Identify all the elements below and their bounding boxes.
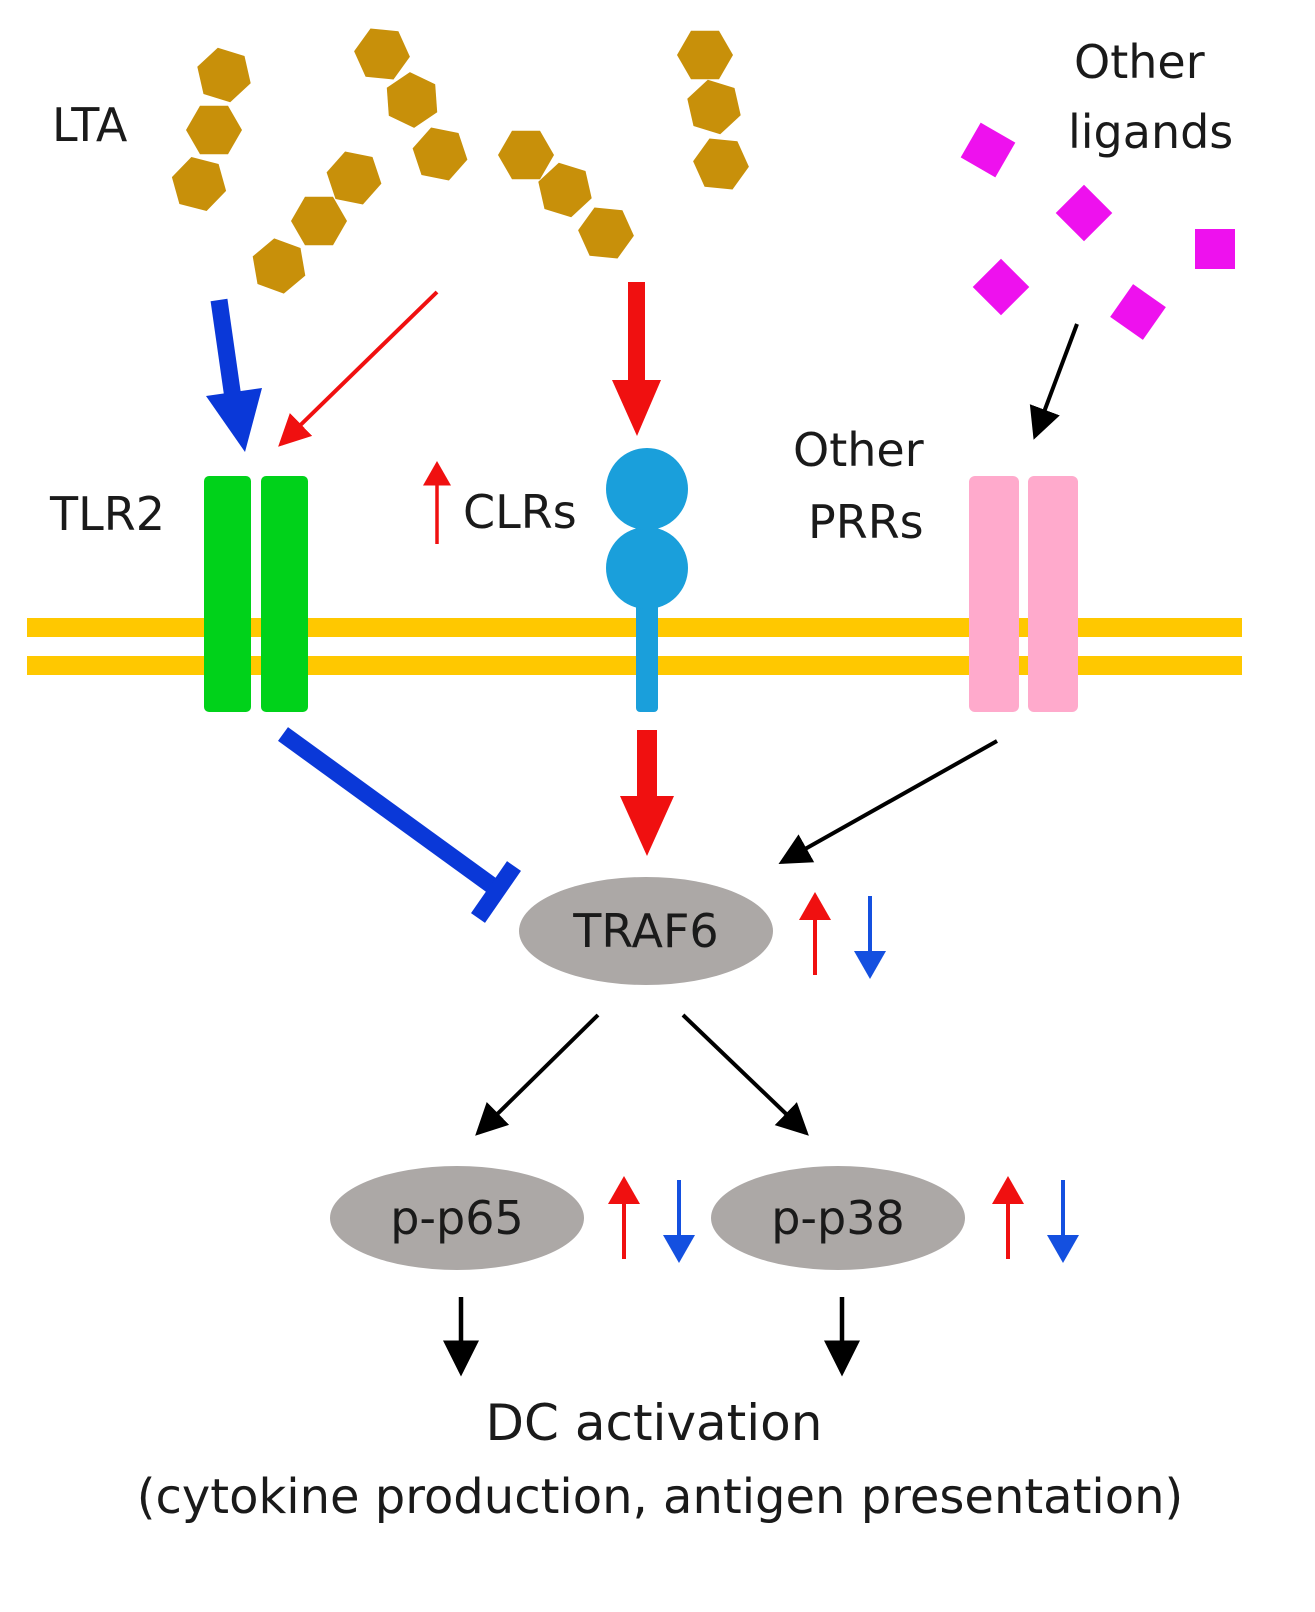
lta-to-clr-red-arrow xyxy=(628,282,645,384)
receptor-signaling-arrows xyxy=(278,727,998,923)
traf6-ellipse xyxy=(519,877,773,985)
other-ligand-square-icon xyxy=(1055,184,1113,242)
lta-label: LTA xyxy=(52,98,128,152)
lta-hexagon-icon xyxy=(498,130,554,180)
cell-membrane xyxy=(27,618,1242,675)
lta-hexagon-icon xyxy=(326,151,382,205)
other-ligand-square-icon xyxy=(960,122,1016,178)
clrs-label: CLRs xyxy=(463,485,577,539)
p-p65-label: p-p65 xyxy=(390,1191,524,1245)
inhibition-t-bar-icon xyxy=(471,861,521,923)
p-p38-ellipse xyxy=(711,1166,965,1270)
clr-receptor xyxy=(606,448,688,712)
lta-to-tlr2-blue-arrowhead xyxy=(206,388,262,452)
clr-to-traf6-red-arrowhead xyxy=(620,796,674,856)
lta-ligands xyxy=(171,28,749,294)
lta-hexagon-icon xyxy=(171,157,227,211)
dc-activation-label: DC activation xyxy=(486,1394,823,1452)
membrane-inner-layer xyxy=(27,656,1242,675)
other-prrs-label-line2: PRRs xyxy=(808,495,924,549)
regulation-indicators xyxy=(423,461,1079,1263)
other-prr-subunit-right xyxy=(1028,476,1078,712)
activation-arrows xyxy=(443,1297,860,1377)
lta-hexagon-icon xyxy=(197,47,251,103)
lta-hexagon-icon xyxy=(252,238,306,294)
other-ligands xyxy=(960,122,1235,340)
lta-to-clr-red-arrowhead xyxy=(612,380,661,436)
membrane-outer-layer xyxy=(27,618,1242,637)
lta-hexagon-icon xyxy=(578,207,634,259)
p-p65-node: p-p65 xyxy=(330,1166,584,1270)
clr-domain-upper xyxy=(606,448,688,530)
tlr2-subunit-left xyxy=(204,476,251,712)
lta-hexagon-icon xyxy=(687,79,741,135)
p-p65-ellipse xyxy=(330,1166,584,1270)
lta-hexagon-icon xyxy=(291,196,347,246)
lta-hexagon-icon xyxy=(386,72,438,128)
tlr2-inhibition-line xyxy=(278,727,503,897)
tlr2-subunit-right xyxy=(261,476,308,712)
traf6-label: TRAF6 xyxy=(572,904,718,958)
other-prr-subunit-left xyxy=(969,476,1019,712)
lta-hexagon-icon xyxy=(677,30,733,80)
lta-hexagon-icon xyxy=(412,127,468,181)
clr-to-traf6-red-arrow xyxy=(637,730,657,798)
tlr2-receptor xyxy=(204,476,308,712)
traf6-node: TRAF6 xyxy=(519,877,773,985)
lta-hexagon-icon xyxy=(538,162,592,218)
dc-activation-detail-label: (cytokine production, antigen presentati… xyxy=(137,1469,1184,1525)
lta-hexagon-icon xyxy=(186,105,242,155)
clr-domain-lower xyxy=(606,527,688,609)
ligand-binding-arrows xyxy=(206,282,1079,452)
traf6-to-p-p38-arrow xyxy=(681,1013,809,1136)
traf6-to-p-p65-arrow xyxy=(475,1013,600,1136)
other-prrs-label-line1: Other xyxy=(793,423,924,477)
p-p38-node: p-p38 xyxy=(711,1166,965,1270)
other-ligands-label-line1: Other xyxy=(1074,35,1205,89)
other-ligands-label-line2: ligands xyxy=(1068,105,1233,159)
other-prr-to-traf6-arrow xyxy=(778,739,998,864)
lta-hexagon-icon xyxy=(693,138,749,190)
lta-to-tlr2-red-arrow xyxy=(278,290,439,447)
ligands-to-other-prr-arrow xyxy=(1029,323,1079,440)
other-ligand-square-icon xyxy=(1195,229,1235,269)
p-p38-label: p-p38 xyxy=(771,1191,905,1245)
other-ligand-square-icon xyxy=(972,258,1030,316)
traf6-downstream-arrows xyxy=(475,1013,809,1136)
other-ligand-square-icon xyxy=(1110,284,1166,340)
lta-to-tlr2-blue-arrow xyxy=(210,298,242,400)
tlr2-label: TLR2 xyxy=(49,487,165,541)
other-prr-receptor xyxy=(969,476,1078,712)
lta-hexagon-icon xyxy=(354,28,410,80)
